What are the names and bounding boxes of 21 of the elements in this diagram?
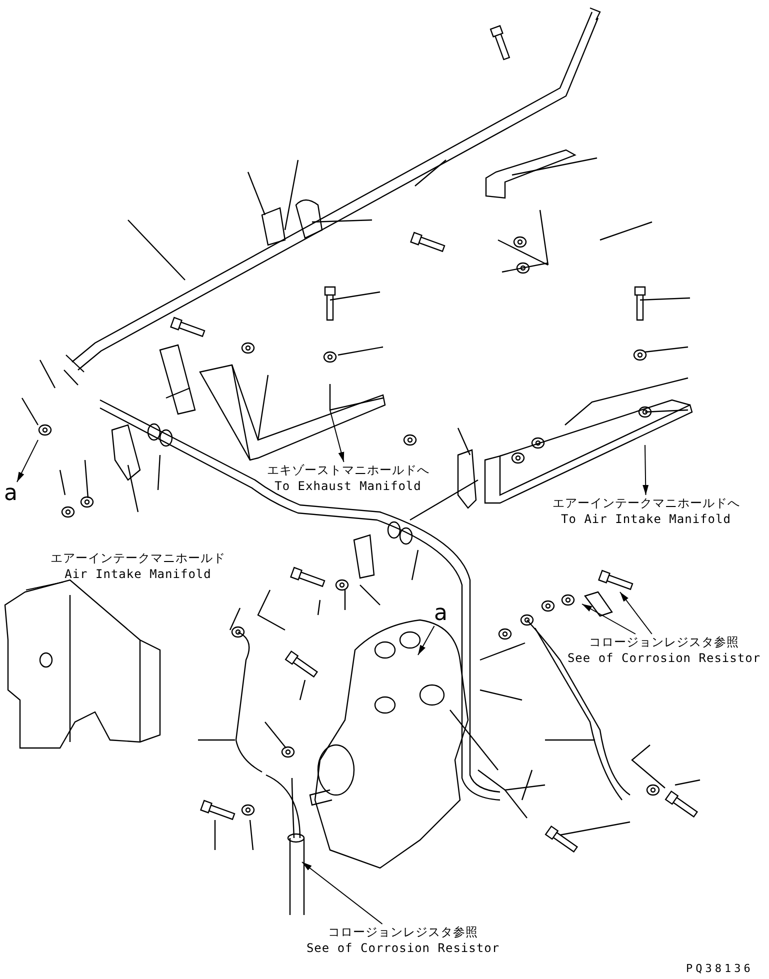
note-text: エアーインテークマニホールドへ bbox=[551, 495, 741, 511]
note-text: コロージョンレジスタ参照 bbox=[327, 924, 479, 940]
note-text: エアーインテークマニホールド bbox=[50, 550, 226, 566]
note-text: To Exhaust Manifold bbox=[274, 478, 422, 494]
arrow bbox=[330, 410, 344, 462]
leader-line bbox=[26, 582, 64, 590]
arrow bbox=[620, 592, 652, 634]
note-text: コロージョンレジスタ参照 bbox=[588, 634, 740, 650]
note-text: To Air Intake Manifold bbox=[560, 511, 732, 527]
arrow bbox=[16, 440, 38, 482]
arrow bbox=[302, 862, 383, 924]
note-text: Air Intake Manifold bbox=[64, 566, 212, 582]
arrow bbox=[418, 626, 435, 656]
drawing-number: PQ38136 bbox=[686, 962, 754, 975]
note-text: See of Corrosion Resistor bbox=[305, 940, 501, 956]
note-text: エキゾーストマニホールドへ bbox=[266, 462, 430, 478]
arrow bbox=[582, 604, 636, 634]
note-text: a bbox=[433, 602, 449, 626]
note-text: a bbox=[3, 482, 19, 506]
arrow bbox=[642, 444, 649, 496]
note-text: See of Corrosion Resistor bbox=[566, 650, 762, 666]
